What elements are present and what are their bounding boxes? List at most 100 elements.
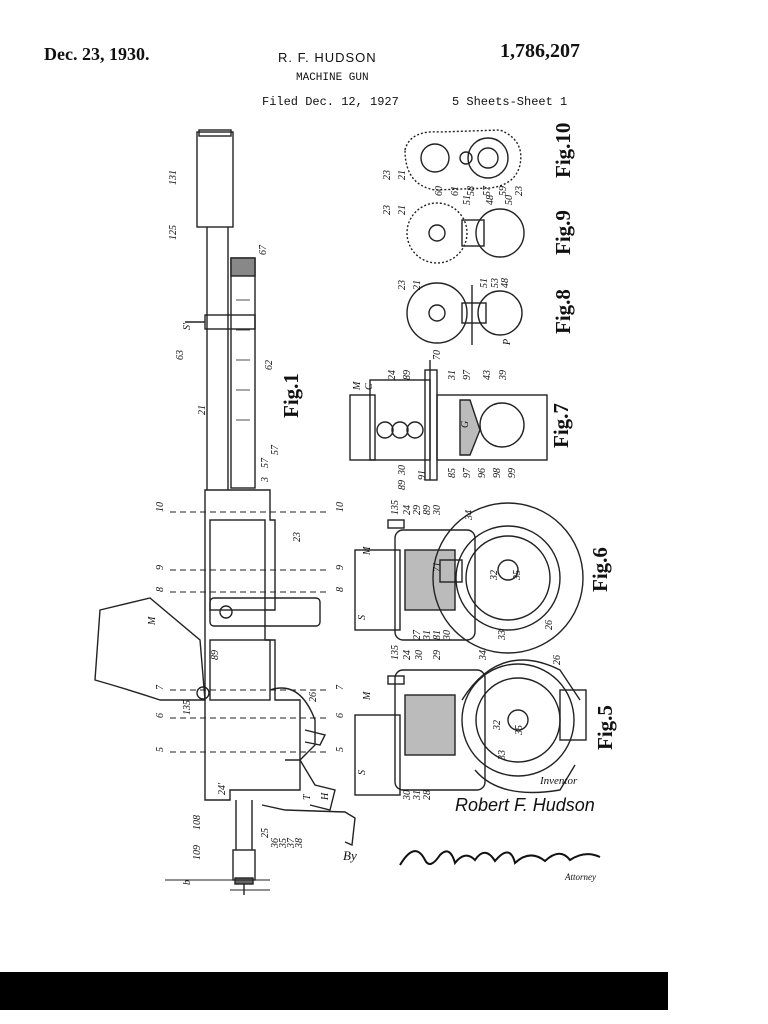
fig1-ref-numeral: 57 [260,457,271,468]
fig6-ref-numeral: 30 [442,630,453,641]
fig8-ref-numeral: 21 [412,280,423,290]
fig10-ref-numeral: 23 [382,170,393,180]
fig6-drawing [354,502,584,654]
fig9-drawing [406,202,525,264]
attorney-signature [399,850,601,866]
fig1-ref-numeral: 10 [155,502,166,512]
fig5-ref-numeral: 28 [422,790,433,800]
fig7-ref-numeral: 30 [397,465,408,476]
fig7-ref-numeral: 99 [507,468,518,478]
fig1-ref-numeral: 109 [192,845,203,860]
fig1-ref-numeral: 131 [168,170,179,185]
fig8-ref-numeral: 53 [490,278,501,288]
fig5-ref-numeral: 30 [402,790,413,801]
fig6-ref-numeral: 81 [432,630,443,640]
fig7-ref-numeral: 91 [417,470,428,480]
fig6-ref-numeral: 33 [497,630,508,641]
fig8-ref-numeral: 48 [500,278,511,288]
fig1-ref-numeral: S' [182,322,193,330]
fig1-label: Fig.1 [279,373,303,418]
attorney-label: Attorney [565,872,596,882]
fig5-ref-numeral: S [357,770,368,775]
fig7-ref-numeral: G [460,421,471,428]
fig1-ref-numeral: 21 [197,405,208,415]
fig10-ref-numeral: 57 [482,185,493,196]
fig7-ref-numeral: 89 [402,370,413,380]
fig1-ref-numeral: 10 [335,502,346,512]
fig1-ref-numeral: 24' [217,782,228,795]
fig1-ref-numeral: 36 [270,838,281,849]
fig6-ref-numeral: S [357,615,368,620]
fig1-ref-numeral: 3 [260,477,271,483]
fig1-ref-numeral: 35 [278,838,289,849]
fig1-ref-numeral: 125 [168,225,179,240]
fig6-ref-numeral: 34 [464,510,475,521]
fig1-ref-numeral: 57 [270,444,281,455]
fig1-ref-numeral: 6 [335,713,346,718]
fig1-ref-numeral: 89 [210,650,221,660]
fig1-ref-numeral: 62 [264,360,275,370]
fig7-ref-numeral: C [364,383,375,390]
fig1-ref-numeral: 38 [294,838,305,849]
fig10-ref-numeral: 59 [498,186,509,196]
fig6-ref-numeral: 135 [390,500,401,515]
fig6-ref-numeral: 71 [432,562,443,572]
by-label: By [343,848,357,863]
fig1-drawing [94,129,356,895]
fig7-ref-numeral: 39 [498,370,509,381]
fig1-ref-numeral: b [182,880,193,885]
fig6-ref-numeral: 29 [412,505,423,515]
fig1-ref-numeral: 108 [192,815,203,830]
fig6-ref-numeral: 27 [412,629,423,640]
fig5-ref-numeral: M [362,691,373,701]
patent-title: MACHINE GUN [296,72,369,84]
fig6-ref-numeral: 30 [432,505,443,516]
fig9-label: Fig.9 [551,210,575,255]
fig5-ref-numeral: 24 [402,650,413,660]
fig6-ref-numeral: 32 [489,570,500,581]
fig6-ref-numeral: 26 [544,620,555,630]
fig6-ref-numeral: 24 [402,505,413,515]
fig10-label: Fig.10 [551,123,575,178]
fig1-ref-numeral: 9 [155,565,166,570]
fig7-ref-numeral: 97 [462,369,473,380]
fig7-label: Fig.7 [549,403,573,448]
fig9-ref-numeral: 23 [382,205,393,215]
fig1-ref-numeral: 63 [175,350,186,360]
fig7-ref-numeral: 70 [432,350,443,360]
fig9-ref-numeral: 21 [397,205,408,215]
fig7-ref-numeral: 85 [447,468,458,478]
fig1-ref-numeral: 8 [335,587,346,592]
fig5-ref-numeral: 135 [390,645,401,660]
scan-bottom-bar [0,972,668,1010]
fig8-label: Fig.8 [551,289,575,334]
fig10-ref-numeral: 61 [450,186,461,196]
fig1-ref-numeral: 26 [308,692,319,702]
fig1-ref-numeral: 135 [182,700,193,715]
fig8-ref-numeral: 23 [397,280,408,290]
patent-number: 1,786,207 [500,40,580,62]
fig1-ref-numeral: 25 [260,828,271,838]
fig5-label: Fig.5 [593,705,617,750]
fig1-ref-numeral: H [320,792,331,801]
fig7-ref-numeral: 89 [397,480,408,490]
fig5-ref-numeral: 29 [432,650,443,660]
fig7-ref-numeral: 98 [492,468,503,478]
fig1-ref-numeral: 9 [335,565,346,570]
fig1-ref-numeral: T [302,793,313,800]
fig1-ref-numeral: 6 [155,713,166,718]
fig8-drawing [406,282,523,345]
patent-date: Dec. 23, 1930. [44,44,150,64]
fig9-ref-numeral: 50 [504,195,515,205]
fig7-ref-numeral: M [352,381,363,391]
fig1-ref-numeral: 37 [286,837,297,849]
fig5-ref-numeral: 33 [497,750,508,761]
inventor-label: Inventor [540,775,578,787]
fig8-ref-numeral: P [502,339,513,346]
fig7-ref-numeral: 24 [387,370,398,380]
fig5-ref-numeral: 35 [514,725,525,736]
filed-date: Filed Dec. 12, 1927 [262,95,399,109]
inventor-header: R. F. HUDSON [278,50,377,65]
fig5-ref-numeral: 34 [478,650,489,661]
